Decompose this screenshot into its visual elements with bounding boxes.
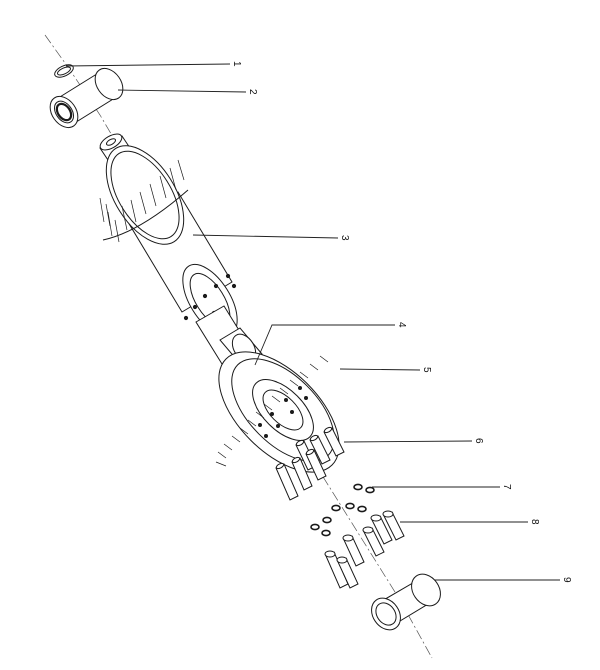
part-3-gear-shaft-icon [99,133,263,367]
leader-line-5 [339,368,421,371]
callout-6: 6 [473,438,484,444]
callout-labels: 1 2 3 4 5 6 7 8 9 [231,61,572,583]
leader-line-6 [343,440,473,443]
leader-line-3 [192,234,339,239]
part-1-retaining-ring-icon [54,64,74,78]
part-9-bearing-icon [371,573,441,631]
leader-line-4 [254,324,395,366]
part-8-bolt-icon [324,510,405,589]
leader-line-2 [117,89,247,93]
callout-1: 1 [231,61,242,67]
callout-7: 7 [501,484,512,490]
callout-4: 4 [396,322,407,328]
part-7-lock-washer-icon [310,483,375,537]
part-6-dowel-pin-icon [275,426,345,501]
callout-5: 5 [421,367,432,373]
callout-8: 8 [529,519,540,525]
part-5-spur-gear-icon [215,351,340,473]
part-2-bearing-icon [49,67,124,129]
leader-lines [65,63,560,581]
callout-3: 3 [339,235,350,241]
leader-line-1 [65,63,231,67]
callout-9: 9 [561,577,572,583]
callout-2: 2 [247,89,258,95]
